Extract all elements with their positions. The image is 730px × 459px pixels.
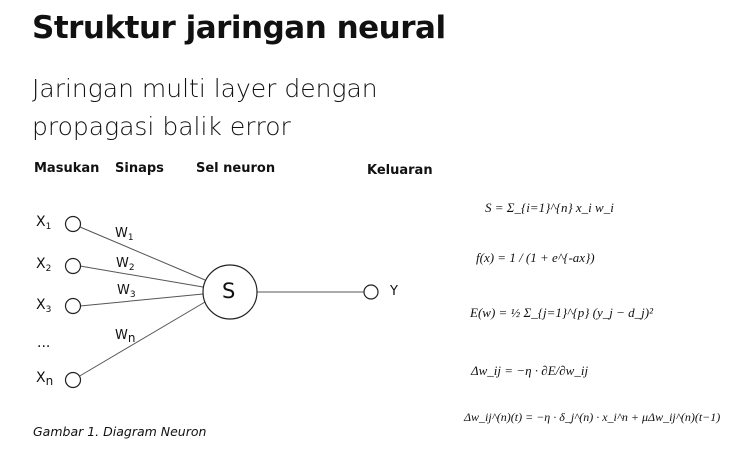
synapse-line-1 xyxy=(79,226,206,281)
formula-error: E(w) = ½ Σ_{j=1}^{p} (y_j − d_j)² xyxy=(470,305,654,320)
weight-label-1: W1 xyxy=(115,226,134,243)
input-label-n: Xn xyxy=(36,370,54,388)
input-node-n xyxy=(64,371,82,389)
input-label-2: X2 xyxy=(36,256,52,274)
input-ellipsis: ... xyxy=(37,335,51,351)
synapse-line-3 xyxy=(79,293,204,307)
formula-sum: S = Σ_{i=1}^{n} x_i w_i xyxy=(485,200,614,215)
synapse-line-n xyxy=(77,301,206,378)
input-label-1: X1 xyxy=(36,214,52,232)
formula-weight-update: Δw_ij = −η · ∂E/∂w_ij xyxy=(471,363,589,378)
header-sinaps: Sinaps xyxy=(115,161,164,176)
figure-caption: Gambar 1. Diagram Neuron xyxy=(33,424,207,439)
synapse-line-2 xyxy=(79,265,204,288)
header-masukan: Masukan xyxy=(34,161,100,176)
weight-label-2: W2 xyxy=(116,256,135,273)
page-title: Struktur jaringan neural xyxy=(32,10,446,46)
header-sel-neuron: Sel neuron xyxy=(196,161,276,176)
neuron-node xyxy=(202,264,258,320)
subtitle-line-2: propagasi balik error xyxy=(32,112,291,141)
input-node-1 xyxy=(64,215,82,233)
formula-momentum: Δw_ij^(n)(t) = −η · δ_j^(n) · x_i^n + μΔ… xyxy=(464,410,721,424)
input-node-3 xyxy=(64,297,82,315)
weight-label-3: W3 xyxy=(117,283,136,300)
subtitle-line-1: Jaringan multi layer dengan xyxy=(32,74,378,103)
output-node xyxy=(363,284,379,300)
neuron-label: S xyxy=(222,279,236,303)
header-keluaran: Keluaran xyxy=(367,163,433,178)
input-node-2 xyxy=(64,257,82,275)
weight-label-n: Wn xyxy=(115,328,136,345)
input-label-3: X3 xyxy=(36,297,52,315)
output-label: Y xyxy=(390,284,398,299)
formula-sigmoid: f(x) = 1 / (1 + e^{-ax}) xyxy=(476,250,595,265)
subtitle: Jaringan multi layer dengan propagasi ba… xyxy=(32,70,378,146)
